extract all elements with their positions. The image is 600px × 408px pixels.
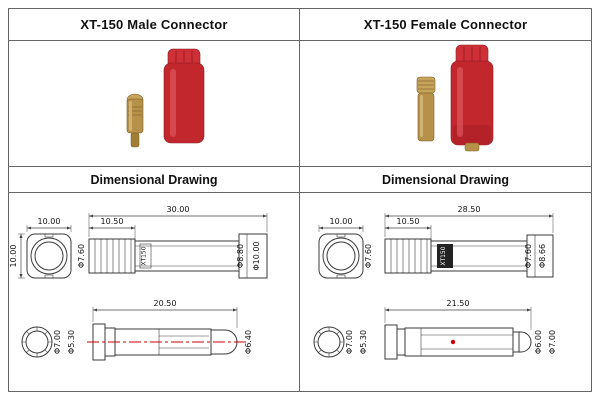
female-brand-mark: XT150 — [440, 246, 447, 265]
female-dim-cap-length: 10.50 — [396, 217, 419, 226]
female-dim-front-dia: Φ7.60 — [364, 244, 373, 268]
female-photo-cell — [300, 41, 591, 167]
male-dim-front-height: 10.00 — [9, 245, 18, 268]
male-dim-overall-length: 30.00 — [167, 205, 190, 214]
male-dim-pin-length: 20.50 — [154, 299, 177, 308]
female-red-housing-image — [450, 44, 493, 151]
female-drawing-cell: 10.00 Φ7.60 28.50 10.50 XT150 Φ7.60 Φ8.6… — [300, 193, 591, 391]
female-drawing-title: Dimensional Drawing — [300, 167, 591, 193]
female-drawing-title-text: Dimensional Drawing — [381, 172, 510, 187]
female-dim-front-width: 10.00 — [329, 217, 352, 226]
female-connector-photo — [416, 44, 493, 151]
female-dim-bore-dia: Φ6.00 — [534, 330, 543, 354]
female-dim-end-dia-outer: Φ8.66 — [538, 244, 547, 268]
female-socket-red-dot — [450, 339, 455, 345]
male-dim-body-dia: Φ7.60 — [77, 244, 86, 268]
female-dim-socket-inner-dia: Φ5.30 — [359, 330, 368, 354]
female-socket-front-view — [313, 326, 344, 358]
female-dim-socket-outer-dia: Φ7.00 — [345, 330, 354, 354]
male-dim-pin-dia: Φ6.40 — [244, 330, 253, 354]
male-dim-pin-inner-dia: Φ5.30 — [67, 330, 76, 354]
male-brand-mark: XT150 — [141, 246, 148, 265]
female-brand-label-patch — [436, 244, 453, 268]
female-dim-tip-dia: Φ7.00 — [548, 330, 557, 354]
female-dim-overall-length: 28.50 — [457, 205, 480, 214]
male-housing-front-view — [26, 233, 72, 279]
male-dim-end-dia-outer: Φ10.00 — [252, 241, 261, 270]
male-dim-pin-outer-dia: Φ7.00 — [53, 330, 62, 354]
male-housing-side-view — [88, 233, 268, 279]
female-title-text: XT-150 Female Connector — [363, 17, 528, 32]
female-housing-front-view — [318, 233, 363, 279]
female-dim-socket-length: 21.50 — [446, 299, 469, 308]
male-dim-end-dia-inner: Φ8.80 — [236, 244, 245, 268]
male-dimensional-drawing: 10.00 10.00 30.00 10.50 Φ7.60 XT150 — [9, 205, 268, 361]
female-panel-title: XT-150 Female Connector — [300, 9, 591, 41]
male-panel-title: XT-150 Male Connector — [9, 9, 300, 41]
female-socket-side-view — [384, 324, 532, 360]
spec-sheet: XT-150 Male Connector XT-150 Female Conn… — [8, 8, 592, 392]
male-dim-front-width: 10.00 — [38, 217, 61, 226]
female-gold-connector-image — [416, 76, 435, 141]
female-dimensional-drawing: 10.00 Φ7.60 28.50 10.50 XT150 Φ7.60 Φ8.6… — [313, 205, 557, 360]
male-drawing-title-text: Dimensional Drawing — [90, 172, 218, 187]
male-red-housing-image — [163, 48, 205, 143]
male-connector-photo — [126, 48, 205, 147]
male-drawing-title: Dimensional Drawing — [9, 167, 300, 193]
female-dim-end-dia-inner: Φ7.60 — [524, 244, 533, 268]
male-pin-side-view — [87, 323, 247, 361]
male-drawing-cell: 10.00 10.00 30.00 10.50 Φ7.60 XT150 — [9, 193, 300, 391]
female-housing-side-view — [384, 234, 553, 278]
male-pin-front-view — [21, 326, 53, 358]
male-title-text: XT-150 Male Connector — [80, 17, 228, 32]
male-gold-bullet-image — [126, 93, 144, 147]
male-photo-cell — [9, 41, 300, 167]
male-dim-cap-length: 10.50 — [101, 217, 124, 226]
